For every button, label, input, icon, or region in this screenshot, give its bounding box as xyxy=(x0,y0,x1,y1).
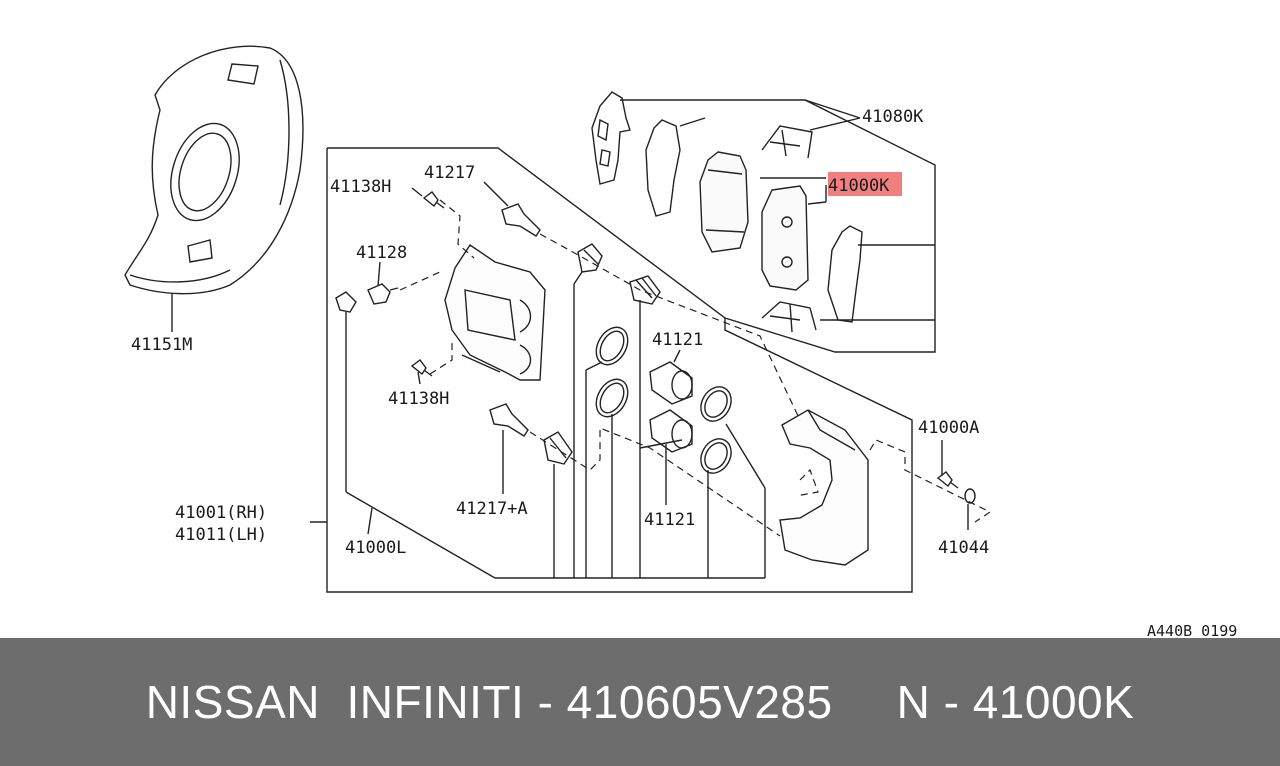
washer-part xyxy=(964,488,976,504)
label-41151M: 41151M xyxy=(131,335,192,355)
label-41044: 41044 xyxy=(938,538,989,558)
label-41121-top: 41121 xyxy=(652,330,703,350)
label-41001-rh: 41001(RH) xyxy=(175,503,267,523)
guide-pin-upper-part xyxy=(501,203,541,237)
label-41000L: 41000L xyxy=(345,538,406,558)
label-41000K: 41000K xyxy=(828,176,890,196)
part-highlight xyxy=(828,172,902,196)
bolt-bottom-part xyxy=(410,359,433,377)
cap-part xyxy=(335,291,357,313)
label-41217: 41217 xyxy=(424,163,475,183)
caliper-bracket-part xyxy=(779,409,869,566)
label-41138H-bottom: 41138H xyxy=(388,389,449,409)
label-41217-a: 41217+A xyxy=(456,499,528,519)
label-41080K: 41080K xyxy=(862,107,924,127)
guide-pin-lower-part xyxy=(489,403,529,437)
boot-upper-part xyxy=(577,243,603,273)
label-41138H-top: 41138H xyxy=(330,177,391,197)
bracket-bolt-part xyxy=(936,471,959,489)
diagram-code: A440B 0199 xyxy=(1147,622,1237,638)
shim-rear-part xyxy=(827,225,863,323)
pad-clip-upper-part xyxy=(761,125,813,159)
shim-inner-part xyxy=(645,119,681,217)
label-41011-lh: 41011(LH) xyxy=(175,525,267,545)
label-41128: 41128 xyxy=(356,243,407,263)
pad-clip-lower-part xyxy=(761,301,817,333)
caliper-body-part xyxy=(444,244,546,381)
bleeder-bolt-part xyxy=(367,283,399,305)
part-number-banner: NISSAN INFINITI - 410605V285 N - 41000K xyxy=(0,638,1280,766)
brand-part-number: NISSAN INFINITI - 410605V285 xyxy=(145,676,833,728)
label-41000A: 41000A xyxy=(918,418,979,438)
piston-seal-set-part xyxy=(595,326,732,474)
oem-part-number: N - 41000K xyxy=(896,676,1135,728)
brake-pad-inner-part xyxy=(761,185,809,291)
boot-lower-part xyxy=(629,275,661,305)
bolt-top-part xyxy=(422,191,445,209)
label-41121-bottom: 41121 xyxy=(644,510,695,530)
brake-pad-outer-part xyxy=(699,151,749,253)
dust-shield-part xyxy=(124,45,304,295)
boot-bottom-part xyxy=(543,431,573,465)
brake-caliper-exploded-diagram: 41080K 41000K 41217 41138H 41128 41151M … xyxy=(124,45,1237,638)
shim-outer-part xyxy=(591,91,631,185)
